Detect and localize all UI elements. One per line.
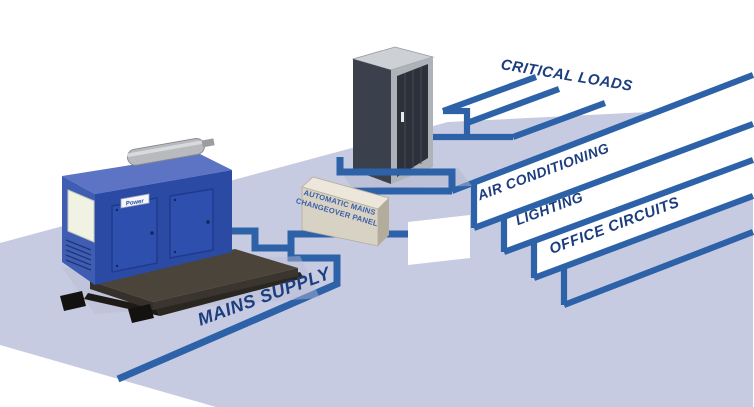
generator-base <box>90 249 298 302</box>
generator-door-right <box>169 188 214 259</box>
generator-top-face <box>62 154 232 194</box>
generator-foot-left <box>60 291 86 311</box>
ups-door-handle <box>401 112 404 122</box>
label-critical-loads: CRITICAL LOADS <box>500 56 634 95</box>
generator-base-rail <box>90 281 153 310</box>
generator-vents <box>65 239 92 271</box>
generator-door-left <box>111 197 158 273</box>
circuit-fan-wires <box>450 72 754 308</box>
generator-base-rail-front <box>153 268 298 310</box>
generator-output-wire <box>227 227 291 252</box>
generator-bolt-2 <box>115 264 119 268</box>
ups-feed-wire <box>336 157 456 191</box>
generator-control-panel <box>67 189 95 243</box>
generator-brand-label: Power <box>125 199 144 208</box>
critical-loads-wires <box>428 74 607 141</box>
diesel-generator: Power <box>60 137 320 323</box>
circuit-band-office-circuits <box>504 160 753 278</box>
generator-bolt-1 <box>115 208 119 212</box>
generator-bolt-3 <box>173 198 177 202</box>
generator-bolt-4 <box>173 250 177 254</box>
circuit-band-lighting <box>474 124 753 252</box>
mains-supply-wire <box>116 230 408 383</box>
generator-door-latch-right <box>206 220 210 224</box>
ups-front-face <box>353 59 391 184</box>
generator-brand-plate <box>120 193 150 209</box>
panel-side-face <box>378 198 389 246</box>
circuit-band-air-conditioning <box>452 75 753 228</box>
generator-door-latch-left <box>150 231 154 235</box>
changeover-panel: AUTOMATIC MAINS CHANGEOVER PANEL <box>295 176 390 247</box>
generator-muffler <box>126 137 215 166</box>
platform-notch <box>408 215 470 265</box>
generator-foot-center <box>128 304 154 323</box>
